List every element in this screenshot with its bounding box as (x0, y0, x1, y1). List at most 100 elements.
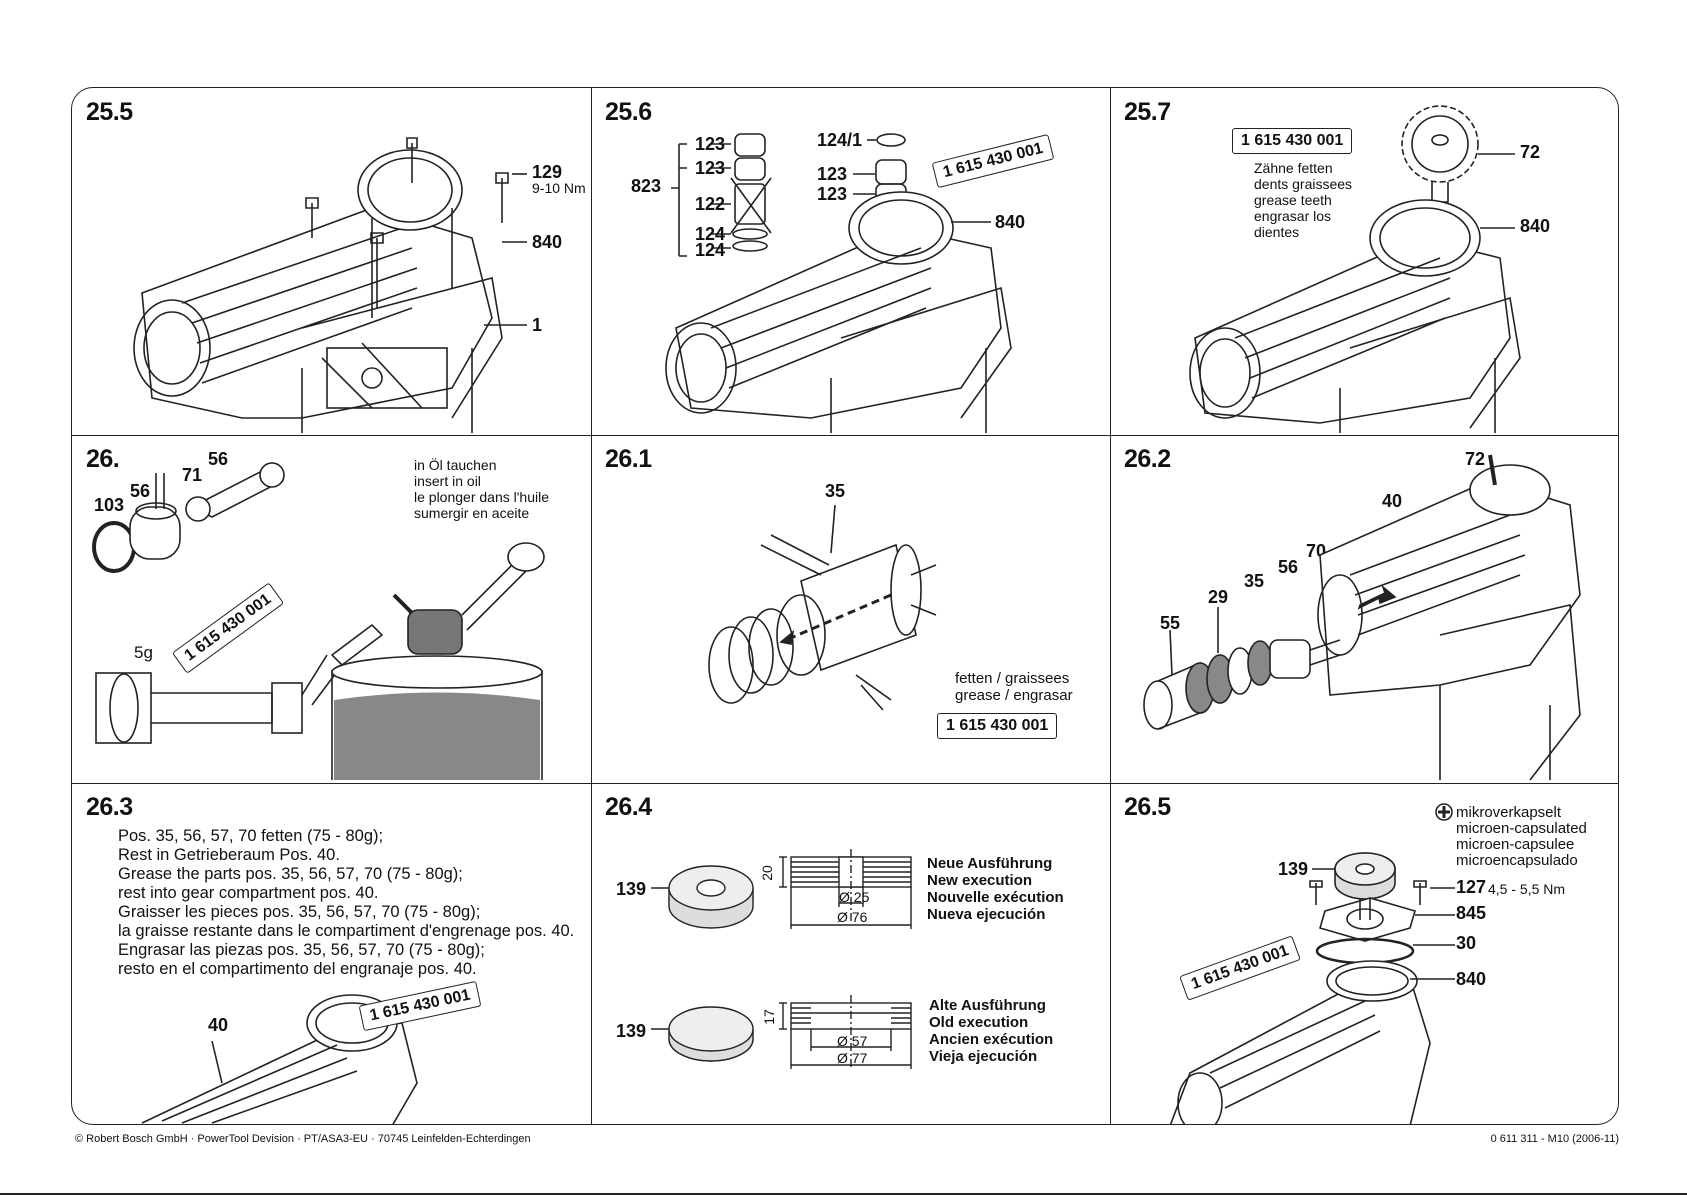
height-dimension: 20 (758, 865, 775, 881)
part-label-40: 40 (1382, 491, 1403, 511)
part-label-123: 123 (817, 184, 848, 204)
bottom-rule (0, 1193, 1687, 1195)
piston-connecting-rod-drawing (92, 462, 545, 780)
note-line: engrasar los (1254, 208, 1332, 224)
part-label-56: 56 (1278, 557, 1299, 577)
panel-26-3: 26.3 Pos. 35, 56, 57, 70 fetten (75 - 80… (72, 783, 591, 1124)
instruction-line: Pos. 35, 56, 57, 70 fetten (75 - 80g); (118, 827, 384, 845)
panel-number: 25.6 (605, 98, 652, 126)
panel-26: 26. 56 71 56 103 5g in Öl tauchen insert… (72, 435, 591, 783)
panel-number: 26.3 (86, 793, 133, 821)
new-version-label: Nueva ejecución (927, 906, 1046, 923)
part-label-840: 840 (995, 212, 1026, 232)
oil-note: in Öl tauchen (414, 457, 497, 473)
part-label-139: 139 (616, 879, 647, 899)
old-version-label: Alte Ausführung (929, 997, 1046, 1014)
part-label-840: 840 (1456, 969, 1487, 989)
panel-25-7: 25.7 1 615 430 001 Zähne fetten dents gr… (1110, 88, 1618, 435)
grease-tube-label: 1 615 430 001 (1232, 128, 1353, 154)
instruction-line: Grease the parts pos. 35, 56, 57, 70 (75… (118, 865, 463, 883)
part-label-124-1: 124/1 (817, 130, 863, 150)
note-line: dientes (1254, 224, 1300, 240)
copyright-footer: © Robert Bosch GmbH · PowerTool Devision… (75, 1133, 531, 1145)
gear-grease-drawing (1189, 105, 1521, 433)
diameter-dimension: Ø 77 (837, 1050, 868, 1066)
part-label-124: 124 (695, 240, 726, 260)
grid-divider (72, 783, 1618, 784)
note-line: Zähne fetten (1254, 160, 1333, 176)
panel-number: 26.4 (605, 793, 652, 821)
part-label-29: 29 (1208, 587, 1229, 607)
grease-note: grease / engrasar (955, 687, 1073, 704)
gear-compartment-drawing (141, 994, 418, 1124)
diameter-dimension: Ø 76 (837, 909, 868, 925)
cylinder-greasing-drawing (708, 504, 937, 711)
panel-26-5: 26.5 (1110, 783, 1618, 1124)
bearing-assembly-drawing (665, 133, 1012, 433)
note-line: grease teeth (1254, 192, 1332, 208)
part-label-139: 139 (1278, 859, 1309, 879)
old-version-label: Ancien exécution (929, 1031, 1054, 1048)
piston-insertion-drawing (1143, 454, 1581, 781)
instruction-line: resto en el compartimento del engranaje … (118, 960, 477, 978)
panel-number: 26.2 (1124, 445, 1171, 473)
part-label-823: 823 (631, 176, 662, 196)
part-label-72: 72 (1520, 142, 1541, 162)
panel-25-6: 25.6 823 (591, 88, 1110, 435)
new-version-label: Nouvelle exécution (927, 889, 1064, 906)
exploded-view-sheet: 25.5 (71, 87, 1619, 1125)
grease-quantity: 5g (134, 643, 153, 662)
old-version-label: Old execution (929, 1014, 1029, 1031)
microcapsulated-note: microen-capsulated (1456, 820, 1587, 837)
instruction-line: rest into gear compartment pos. 40. (118, 884, 379, 902)
part-label-35: 35 (1244, 571, 1265, 591)
instruction-line: Graisser les pieces pos. 35, 56, 57, 70 … (118, 903, 481, 921)
part-label-35: 35 (825, 481, 846, 501)
felt-ring-dimension-drawing (651, 849, 912, 1069)
part-label-56: 56 (130, 481, 151, 501)
part-label-55: 55 (1160, 613, 1181, 633)
part-label-127: 127 (1456, 877, 1487, 897)
panel-number: 25.5 (86, 98, 133, 126)
torque-spec: 9-10 Nm (532, 180, 586, 196)
part-label-122: 122 (695, 194, 726, 214)
part-label-123: 123 (695, 134, 726, 154)
part-label-103: 103 (94, 495, 125, 515)
grid-divider (72, 435, 1618, 436)
part-label-56: 56 (208, 449, 229, 469)
panel-25-5: 25.5 (72, 88, 591, 435)
instruction-line: Engrasar las piezas pos. 35, 56, 57, 70 … (118, 941, 485, 959)
panel-26-4: 26.4 139 139 (591, 783, 1110, 1124)
panel-number: 26. (86, 445, 120, 473)
grease-tube-label: 1 615 430 001 (937, 713, 1058, 739)
microcapsulated-note: microencapsulado (1456, 852, 1578, 869)
oil-note: le plonger dans l'huile (414, 489, 549, 505)
panel-26-2: 26.2 72 40 70 56 35 29 55 (1110, 435, 1618, 783)
oil-note: insert in oil (414, 473, 481, 489)
grid-divider (591, 88, 592, 1124)
oil-note: sumergir en aceite (414, 505, 530, 521)
gear-housing-screws-drawing (133, 137, 527, 433)
torque-spec: 4,5 - 5,5 Nm (1488, 881, 1566, 897)
panel-number: 26.1 (605, 445, 652, 473)
grid-divider (1110, 88, 1111, 1124)
old-version-label: Vieja ejecución (929, 1048, 1038, 1065)
part-label-30: 30 (1456, 933, 1477, 953)
part-label-123: 123 (817, 164, 848, 184)
part-label-71: 71 (182, 465, 203, 485)
new-version-label: Neue Ausführung (927, 855, 1053, 872)
part-label-124: 124 (695, 224, 726, 244)
part-label-139: 139 (616, 1021, 647, 1041)
instruction-line: la graisse restante dans le compartiment… (118, 922, 575, 940)
new-version-label: New execution (927, 872, 1033, 889)
instruction-line: Rest in Getrieberaum Pos. 40. (118, 846, 340, 864)
panel-number: 25.7 (1124, 98, 1171, 126)
note-line: dents graissees (1254, 176, 1353, 192)
part-label-840: 840 (532, 232, 563, 252)
panel-number: 26.5 (1124, 793, 1171, 821)
grease-note: fetten / graissees (955, 670, 1070, 687)
part-label-129: 129 (532, 162, 563, 182)
microcapsulated-note: mikroverkapselt (1456, 804, 1562, 821)
part-label-123: 123 (695, 158, 726, 178)
part-label-845: 845 (1456, 903, 1487, 923)
